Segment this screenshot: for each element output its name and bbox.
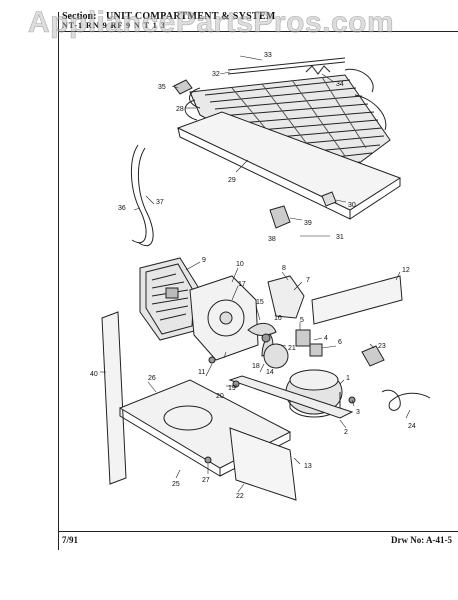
callout-11: 11 xyxy=(198,369,205,376)
callout-16: 16 xyxy=(274,315,282,322)
power-cord-box xyxy=(361,345,385,367)
callout-1: 1 xyxy=(346,375,350,382)
clamp-part xyxy=(173,79,193,95)
callout-29: 29 xyxy=(228,177,236,184)
callout-3: 3 xyxy=(356,409,360,416)
callout-26: 26 xyxy=(148,375,156,382)
callout-18: 18 xyxy=(252,363,260,370)
overload xyxy=(309,343,323,357)
screw xyxy=(208,356,216,364)
callout-20: 20 xyxy=(216,393,224,400)
drain-tube xyxy=(130,144,147,243)
watermark-logo: AppliancePartsPros.com xyxy=(28,6,395,40)
callout-24: 24 xyxy=(408,423,416,430)
callout-21: 21 xyxy=(288,345,296,352)
callout-31: 31 xyxy=(336,234,344,241)
section-title: UNIT COMPARTMENT & SYSTEM xyxy=(106,11,276,22)
diagram-frame xyxy=(58,12,458,550)
callout-27: 27 xyxy=(202,477,210,484)
wire-spring xyxy=(305,65,331,75)
fan-motor xyxy=(263,343,289,369)
callout-35: 35 xyxy=(158,84,166,91)
fan-shroud xyxy=(139,257,201,341)
callout-5: 5 xyxy=(300,317,304,324)
motor-bracket xyxy=(267,275,305,319)
callout-14: 14 xyxy=(266,369,274,376)
power-cord xyxy=(381,389,431,411)
screw xyxy=(204,456,212,464)
callout-8: 8 xyxy=(282,265,286,272)
front-access-panel xyxy=(229,427,297,501)
callout-28: 28 xyxy=(176,106,184,113)
callout-17: 17 xyxy=(238,281,246,288)
callout-39: 39 xyxy=(304,220,312,227)
access-cover xyxy=(311,275,403,325)
callout-33: 33 xyxy=(264,52,272,59)
callout-7: 7 xyxy=(306,277,310,284)
callout-25: 25 xyxy=(172,481,180,488)
callout-38: 38 xyxy=(268,236,276,243)
callout-36: 36 xyxy=(118,205,126,212)
revision-date: 7/91 xyxy=(62,535,79,545)
callout-40: 40 xyxy=(90,371,98,378)
footer-rule xyxy=(58,531,458,532)
callout-30: 30 xyxy=(348,202,356,209)
callout-2: 2 xyxy=(344,429,348,436)
callout-37: 37 xyxy=(156,199,164,206)
compressor-rail xyxy=(228,375,354,419)
fan-bracket xyxy=(189,275,259,361)
top-tube xyxy=(227,57,346,71)
mount-bracket xyxy=(321,191,337,207)
side-panel xyxy=(101,311,127,485)
drawing-number: Drw No: A-41-5 xyxy=(391,535,452,545)
callout-12: 12 xyxy=(402,267,410,274)
section-label: Section: xyxy=(62,11,97,22)
callout-9: 9 xyxy=(202,257,206,264)
callout-34: 34 xyxy=(336,81,344,88)
clip-bracket xyxy=(269,205,291,229)
header-rule xyxy=(58,31,458,32)
relay xyxy=(295,329,311,347)
callout-13: 13 xyxy=(304,463,312,470)
callout-4: 4 xyxy=(324,335,328,342)
condenser-drip-tray xyxy=(176,111,402,220)
model-numbers: NT-1 RN 9 RF 9 N T 1 3 xyxy=(62,21,166,30)
callout-10: 10 xyxy=(236,261,244,268)
callout-19: 19 xyxy=(228,385,236,392)
callout-6: 6 xyxy=(338,339,342,346)
callout-23: 23 xyxy=(378,343,386,350)
callout-15: 15 xyxy=(256,299,264,306)
callout-32: 32 xyxy=(212,71,220,78)
callout-22: 22 xyxy=(236,493,244,500)
callout-leaders xyxy=(100,55,411,493)
